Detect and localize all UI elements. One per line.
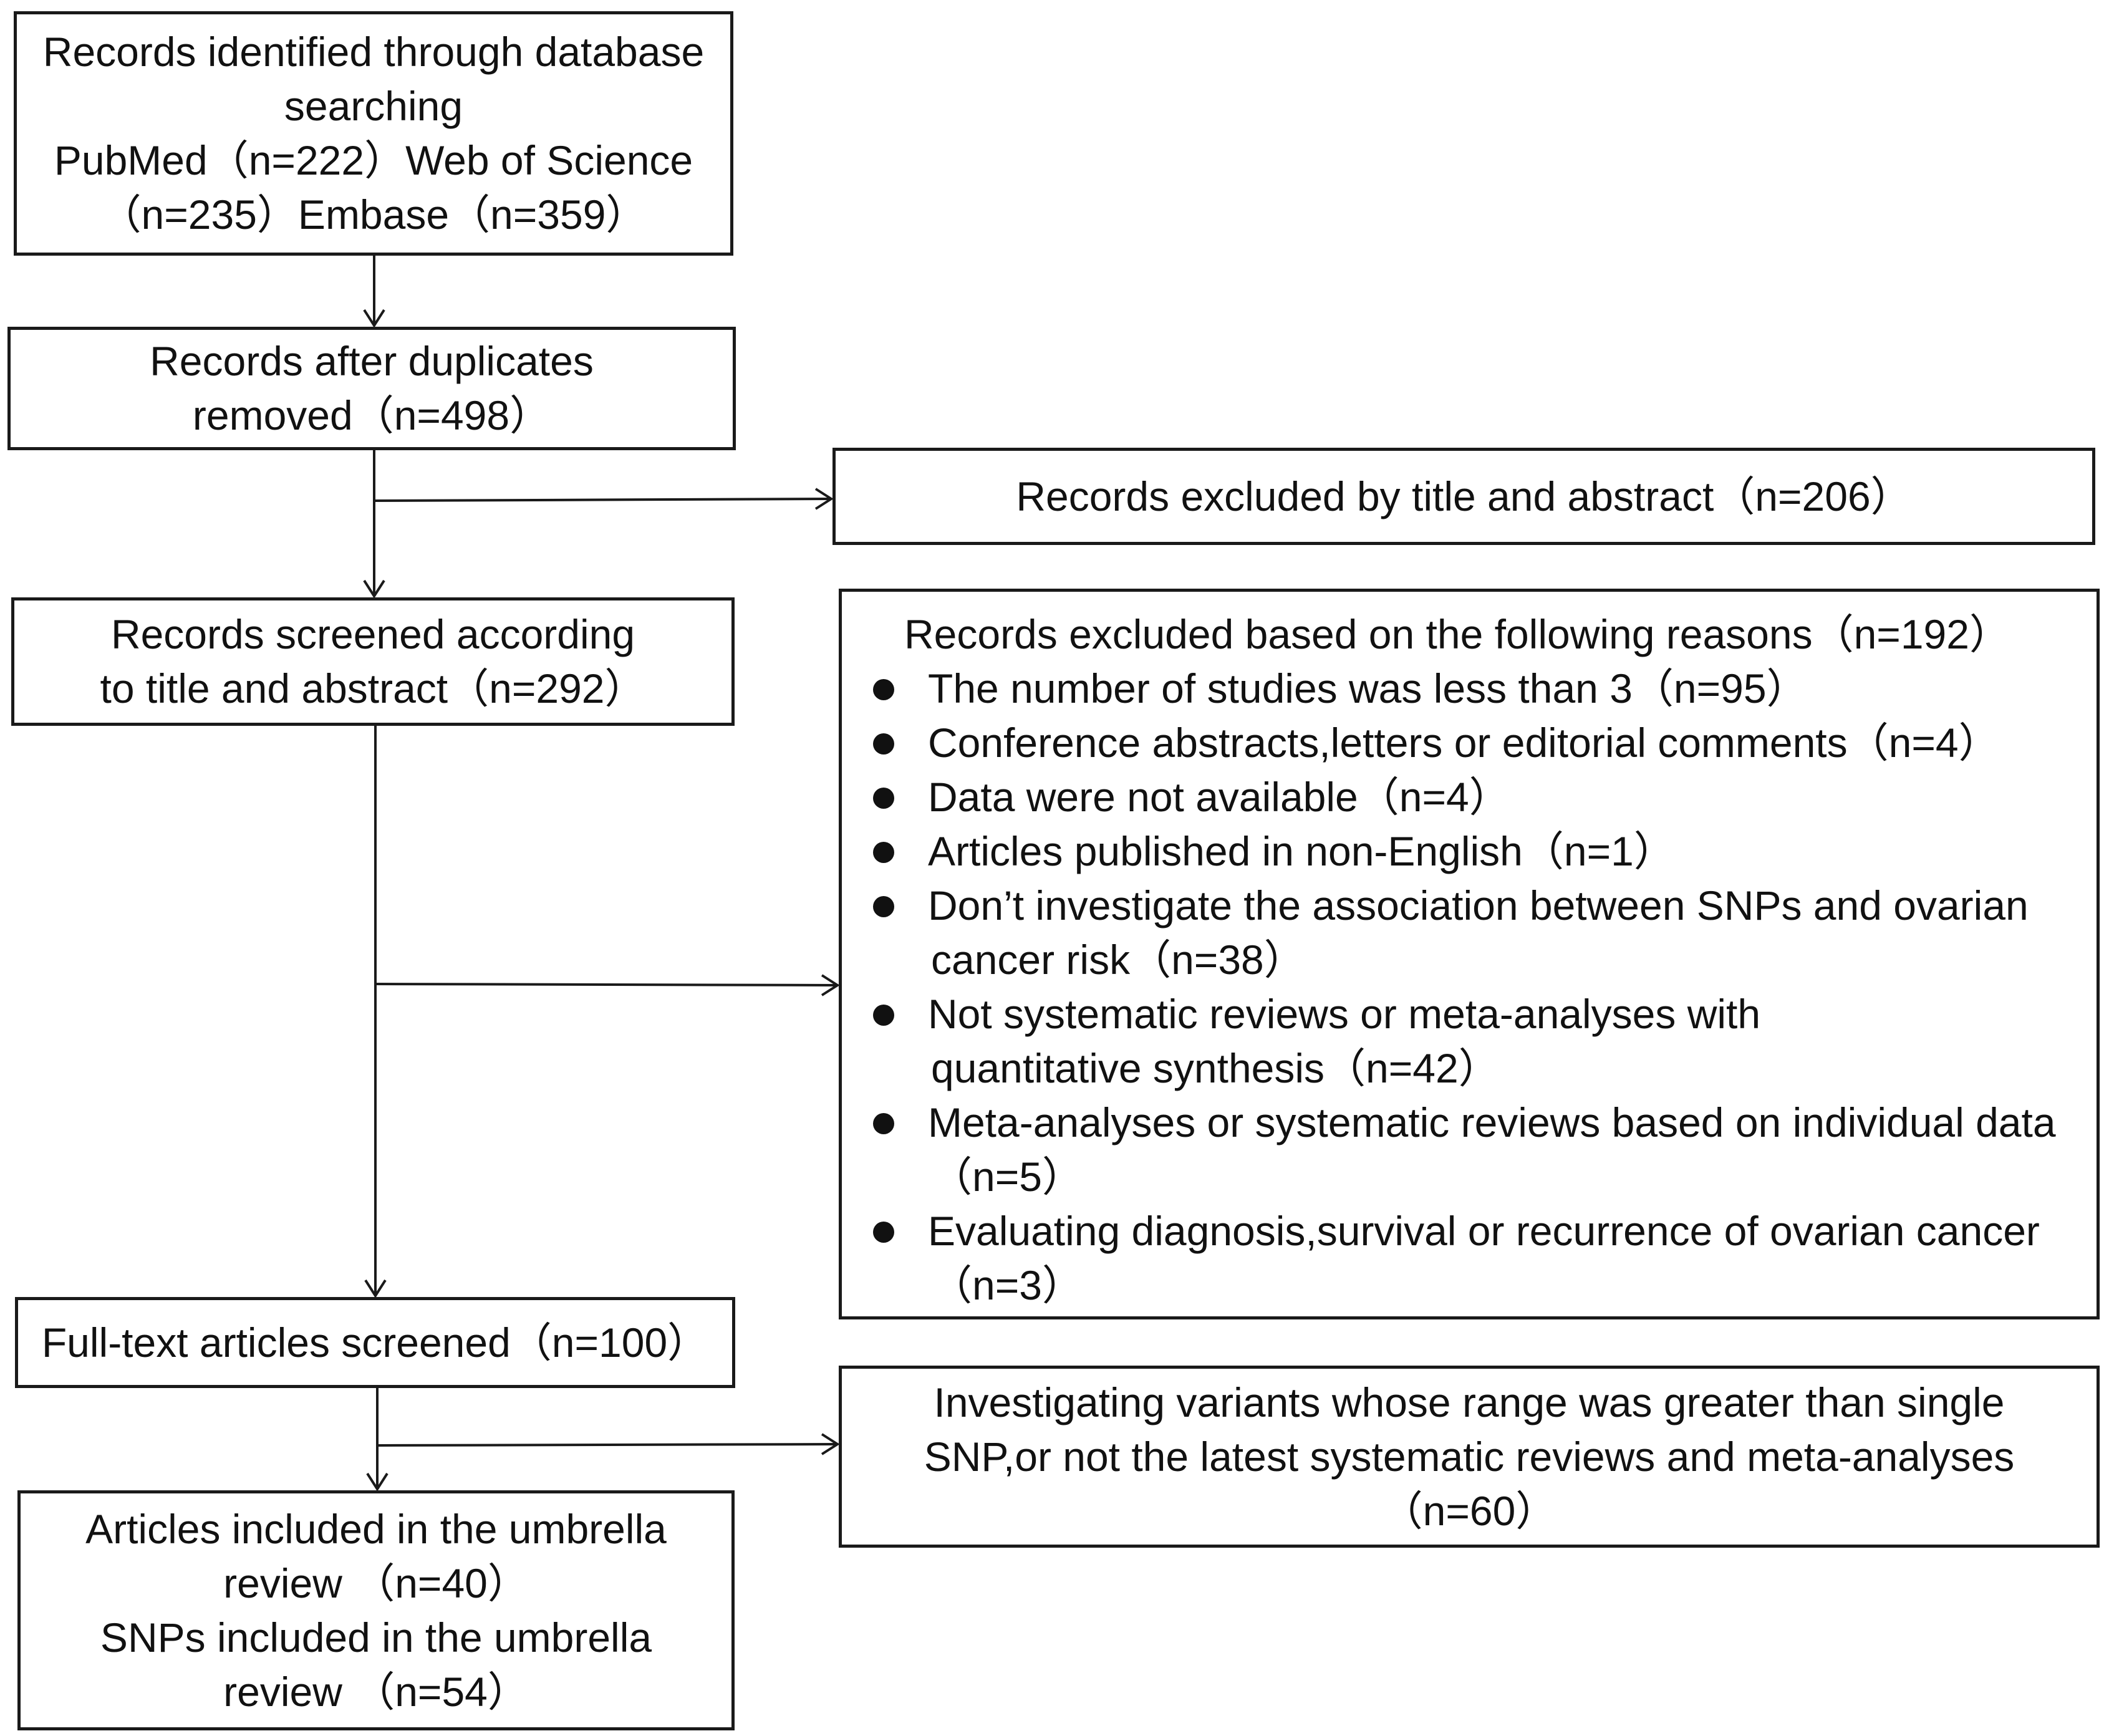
reason-text: The number of studies was less than 3（n=… (928, 665, 1808, 711)
arrow-to-excluded-title (374, 498, 832, 502)
excluded-title-abstract-box: Records excluded by title and abstract（n… (832, 448, 2095, 545)
reason-text: Not systematic reviews or meta-analyses … (928, 991, 1761, 1037)
bullet-icon (873, 896, 894, 917)
reason-text: Conference abstracts,letters or editoria… (928, 720, 2000, 766)
included-line-2: review （n=40） (223, 1560, 529, 1606)
reason-text-continued: cancer risk（n=38） (931, 937, 1305, 983)
bullet-icon (873, 842, 894, 863)
excluded-variants-box: Investigating variants whose range was g… (839, 1366, 2100, 1548)
reason-text: Articles published in non-English（n=1） (928, 828, 1675, 874)
reason-item: Evaluating diagnosis,survival or recurre… (873, 1204, 2097, 1313)
screened-line-1: Records screened according (110, 611, 635, 657)
bullet-icon (873, 788, 894, 809)
bullet-icon (873, 679, 894, 700)
arrowhead-icon (363, 579, 385, 599)
reason-text-continued: （n=5） (931, 1154, 1083, 1200)
bullet-icon (873, 1005, 894, 1026)
reason-text: Evaluating diagnosis,survival or recurre… (928, 1208, 2040, 1254)
fulltext-text: Full-text articles screened（n=100） (41, 1319, 709, 1366)
arrow-to-excluded-reasons (375, 983, 838, 986)
after-duplicates-line-1: Records after duplicates (150, 338, 594, 384)
arrow-to-excluded-variants (377, 1443, 838, 1447)
reason-item: Not systematic reviews or meta-analyses … (873, 987, 2097, 1096)
identified-line-2: searching (284, 83, 463, 129)
screened-line-2: to title and abstract（n=292） (100, 665, 646, 711)
bullet-icon (873, 733, 894, 755)
included-line-3: SNPs included in the umbrella (100, 1614, 652, 1661)
arrowhead-icon (814, 488, 834, 510)
excluded-variants-line-1: Investigating variants whose range was g… (934, 1379, 2005, 1425)
excluded-variants-line-2: SNP,or not the latest systematic reviews… (924, 1433, 2015, 1480)
reason-item: Don’t investigate the association betwee… (873, 879, 2097, 987)
excluded-variants-line-3: （n=60） (1381, 1487, 1557, 1534)
reason-item: The number of studies was less than 3（n=… (873, 662, 2097, 716)
reason-text: Don’t investigate the association betwee… (928, 882, 2029, 928)
identified-line-1: Records identified through database (42, 29, 705, 75)
reason-text-continued: quantitative synthesis（n=42） (931, 1045, 1500, 1091)
bullet-icon (873, 1222, 894, 1243)
fulltext-box: Full-text articles screened（n=100） (15, 1297, 735, 1388)
after-duplicates-line-2: removed（n=498） (192, 392, 551, 438)
reason-text-continued: （n=3） (931, 1262, 1083, 1308)
included-line-1: Articles included in the umbrella (85, 1505, 667, 1552)
reason-item: Meta-analyses or systematic reviews base… (873, 1096, 2097, 1204)
reason-item: Articles published in non-English（n=1） (873, 824, 2097, 879)
reason-text: Meta-analyses or systematic reviews base… (928, 1099, 2056, 1145)
included-line-4: review （n=54） (223, 1668, 529, 1715)
arrowhead-icon (363, 309, 385, 328)
excluded-title-abstract-text: Records excluded by title and abstract（n… (1016, 473, 1912, 519)
included-box: Articles included in the umbrella review… (17, 1490, 735, 1730)
reason-item: Data were not available（n=4） (873, 770, 2097, 824)
excluded-reasons-heading: Records excluded based on the following … (904, 611, 2010, 657)
reason-text: Data were not available（n=4） (928, 774, 1510, 820)
arrowhead-icon (821, 1433, 840, 1455)
bullet-icon (873, 1113, 894, 1134)
excluded-reasons-box: Records excluded based on the following … (839, 589, 2100, 1319)
identified-line-3: PubMed（n=222）Web of Science (54, 137, 693, 183)
arrowhead-icon (366, 1472, 388, 1492)
reason-item: Conference abstracts,letters or editoria… (873, 716, 2097, 770)
identified-records-box: Records identified through database sear… (14, 11, 733, 256)
arrowhead-icon (821, 974, 840, 996)
identified-line-4: （n=235）Embase（n=359） (100, 191, 647, 238)
screened-box: Records screened according to title and … (11, 597, 735, 726)
arrowhead-icon (364, 1279, 387, 1298)
after-duplicates-box: Records after duplicates removed（n=498） (7, 327, 736, 450)
